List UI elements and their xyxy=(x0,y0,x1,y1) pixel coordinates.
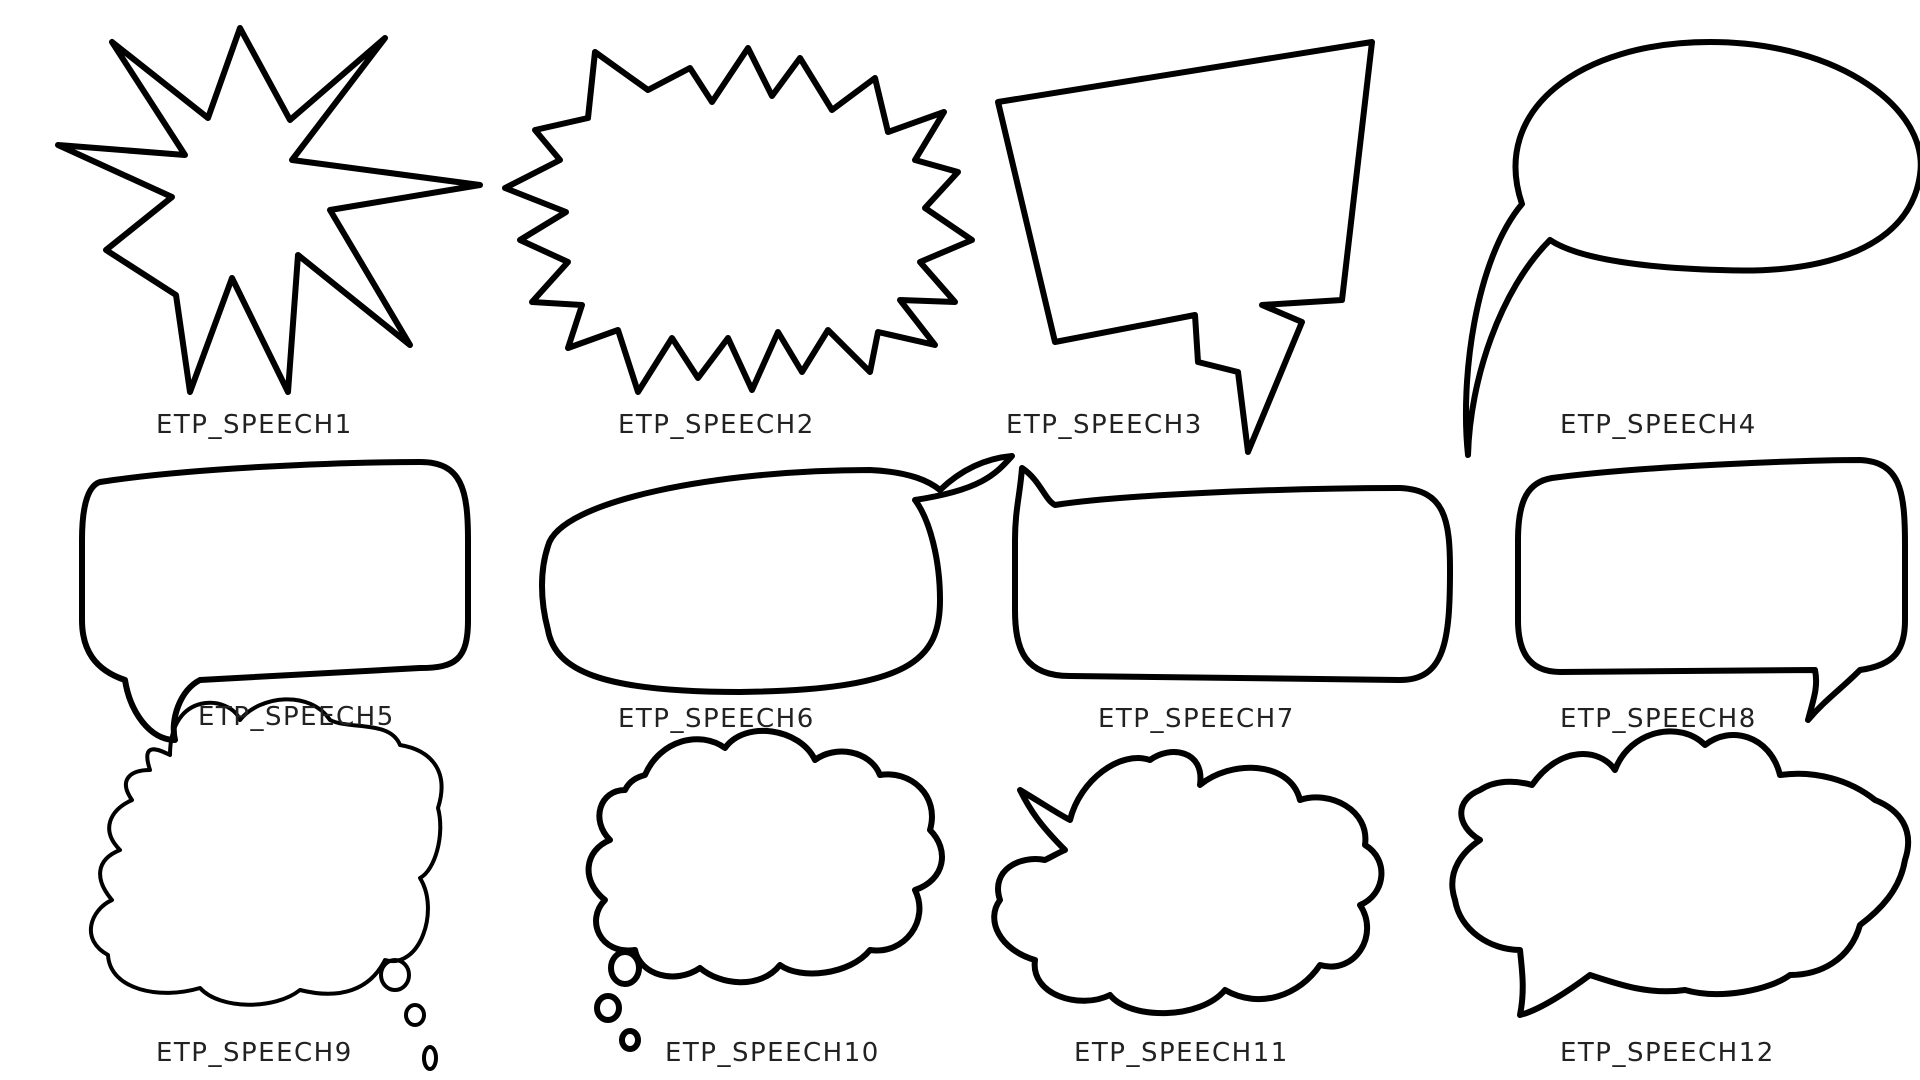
label-etp-speech3: ETP_SPEECH3 xyxy=(1006,410,1203,440)
label-etp-speech10: ETP_SPEECH10 xyxy=(665,1038,880,1068)
label-etp-speech2: ETP_SPEECH2 xyxy=(618,410,815,440)
label-etp-speech6: ETP_SPEECH6 xyxy=(618,704,815,734)
label-etp-speech8: ETP_SPEECH8 xyxy=(1560,704,1757,734)
label-etp-speech11: ETP_SPEECH11 xyxy=(1074,1038,1289,1068)
label-etp-speech1: ETP_SPEECH1 xyxy=(156,410,353,440)
label-etp-speech9: ETP_SPEECH9 xyxy=(156,1038,353,1068)
label-etp-speech7: ETP_SPEECH7 xyxy=(1098,704,1295,734)
label-etp-speech4: ETP_SPEECH4 xyxy=(1560,410,1757,440)
label-etp-speech5: ETP_SPEECH5 xyxy=(198,702,395,732)
label-etp-speech12: ETP_SPEECH12 xyxy=(1560,1038,1775,1068)
